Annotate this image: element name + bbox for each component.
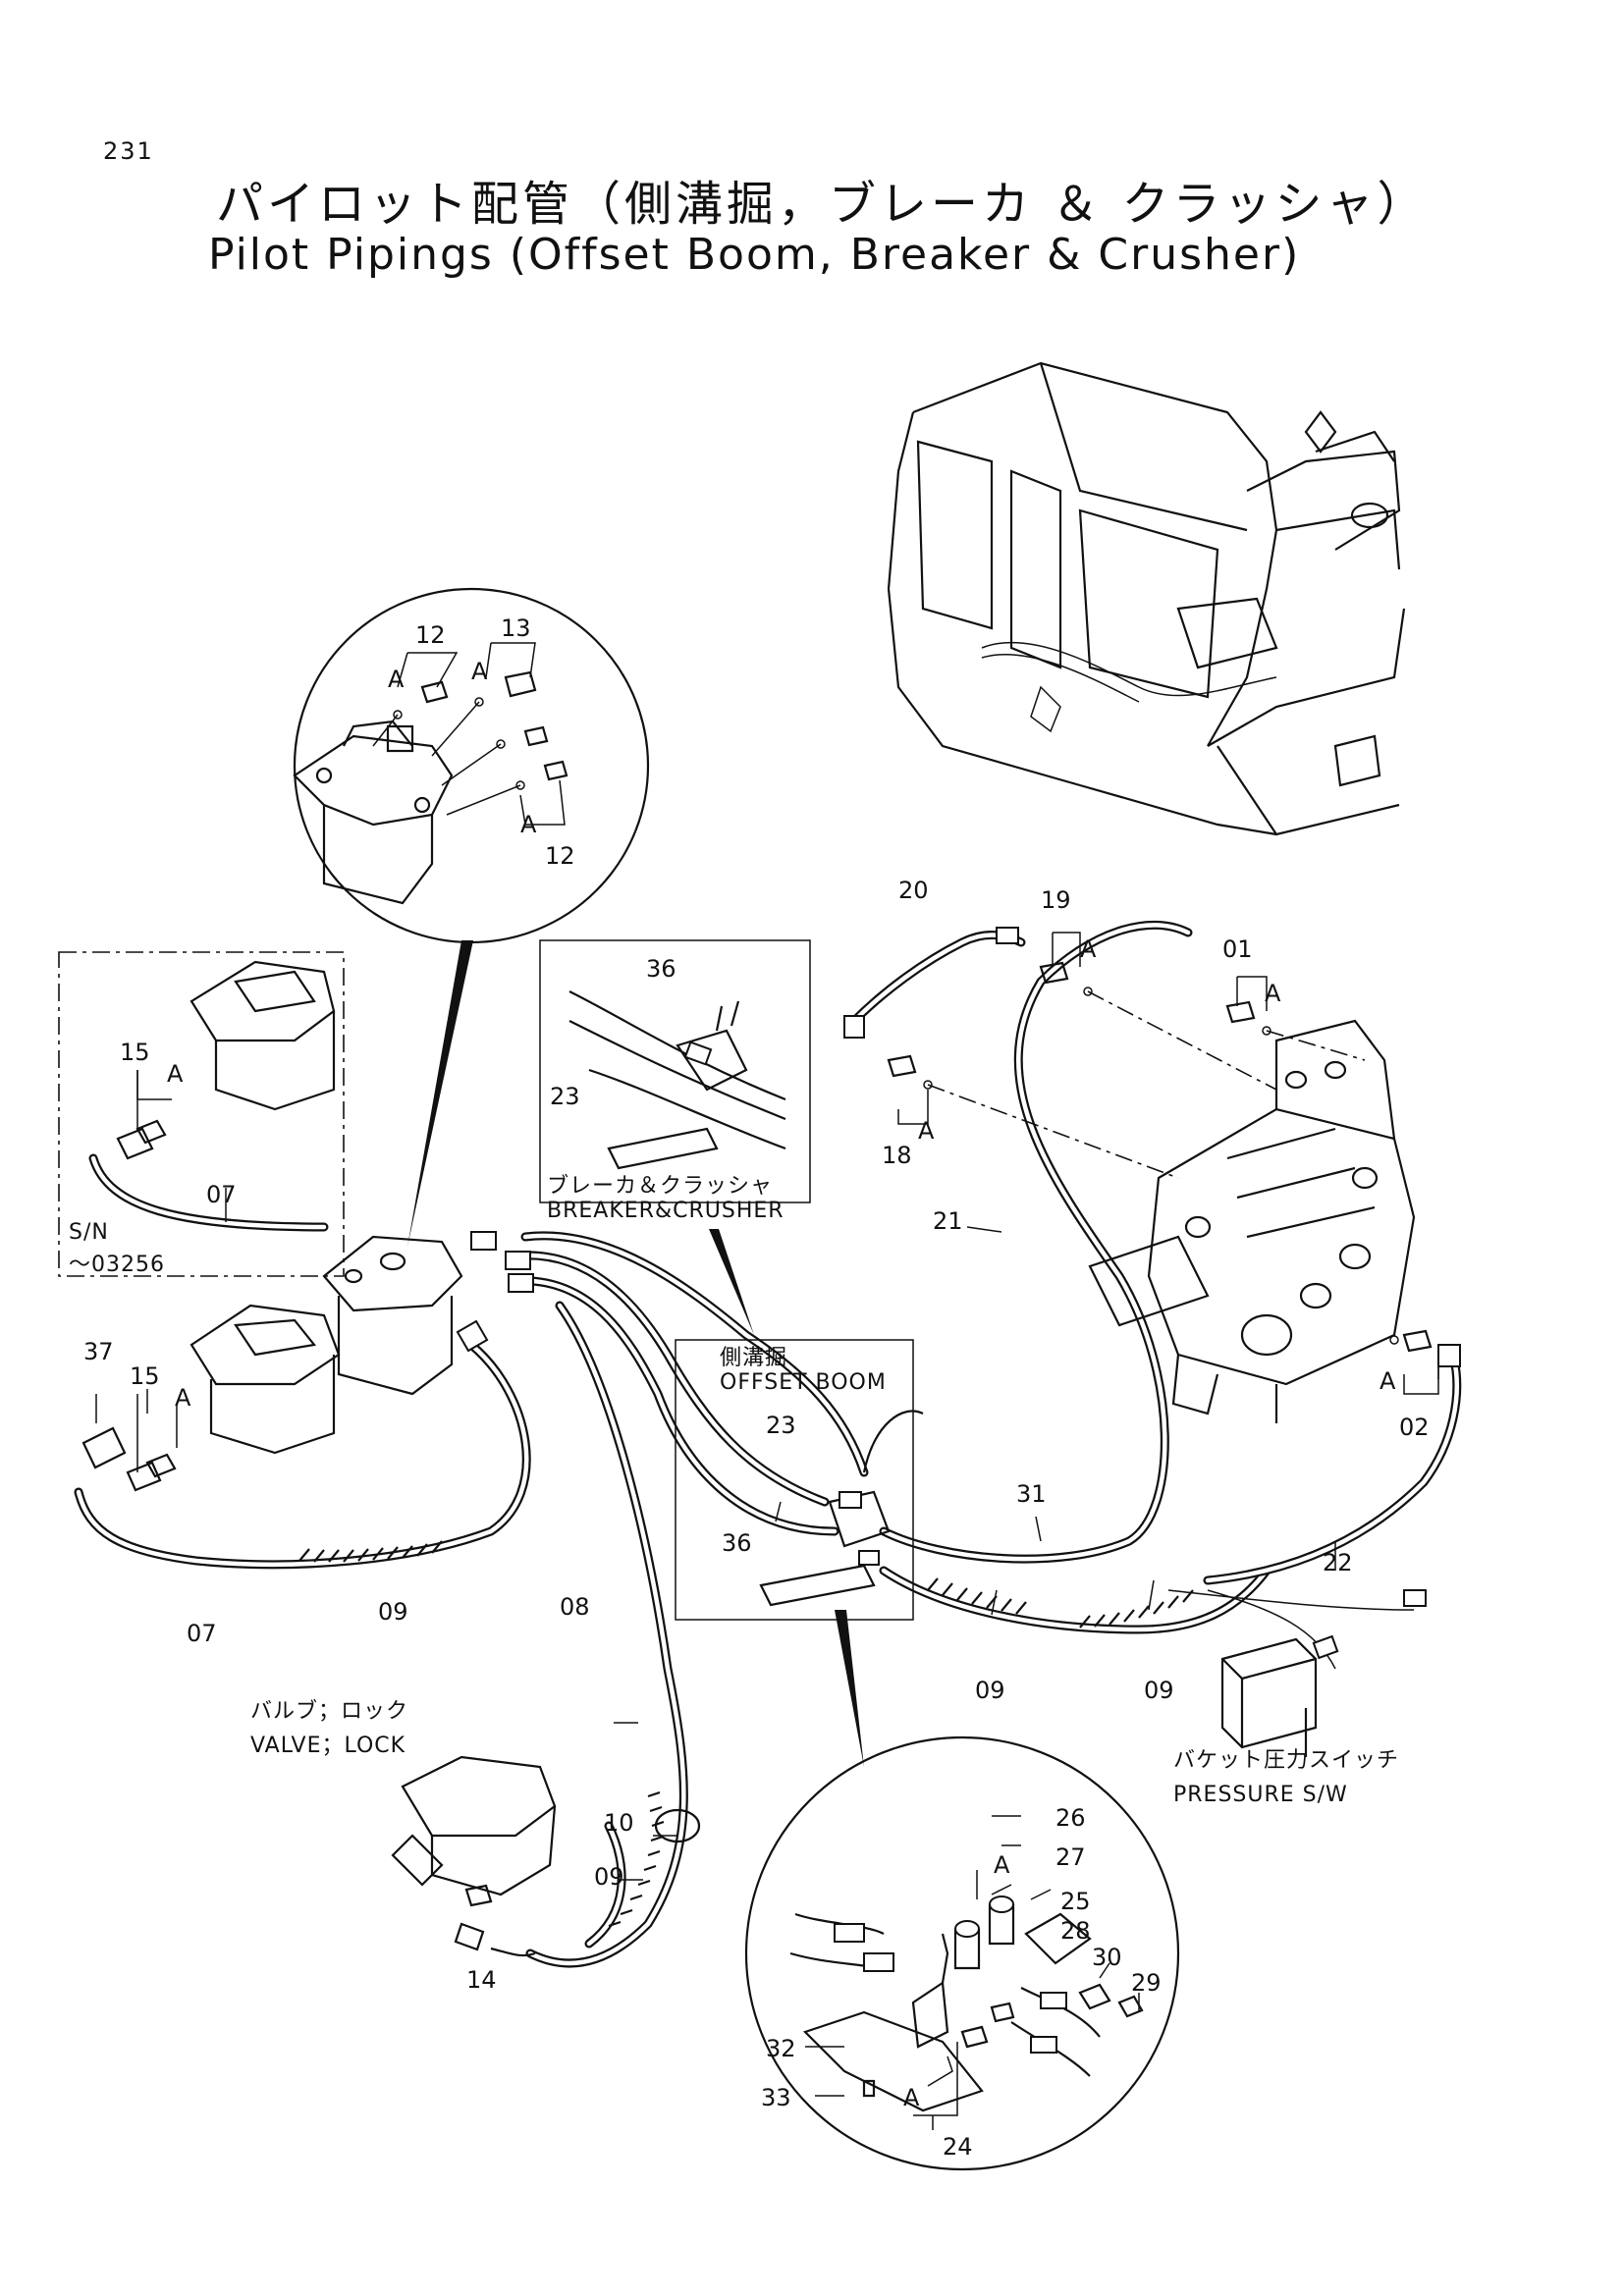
caption-pressure-en: PRESSURE S/W (1173, 1783, 1348, 1807)
label-23-offset: 23 (766, 1412, 796, 1439)
detail-circle-pilot-valve (293, 587, 650, 944)
hose-lines (74, 920, 1462, 1968)
label-20: 20 (898, 877, 929, 904)
label-10: 10 (604, 1809, 634, 1837)
detail-circle-block (744, 1735, 1180, 2171)
mark-a: A (994, 1851, 1010, 1879)
mark-a: A (1380, 1367, 1396, 1395)
label-26: 26 (1055, 1804, 1086, 1832)
caption-pressure-ja: バケット圧力スイッチ (1173, 1748, 1399, 1773)
mark-a: A (471, 658, 488, 685)
label-09-lower: 09 (594, 1863, 624, 1891)
mark-a: A (388, 666, 405, 693)
label-19: 19 (1041, 886, 1071, 914)
mark-a: A (903, 2084, 920, 2111)
caption-sn-label: S/N (69, 1220, 109, 1245)
label-28: 28 (1060, 1917, 1091, 1945)
detail-a-marks: A A A A A A A A A A A (167, 658, 1396, 2111)
caption-labels: ブレーカ＆クラッシャ BREAKER&CRUSHER 側溝掘 OFFSET BO… (69, 1174, 1399, 1807)
label-21: 21 (933, 1207, 963, 1235)
mark-a: A (1265, 980, 1281, 1007)
label-29: 29 (1131, 1969, 1162, 1997)
label-09-right: 09 (1144, 1677, 1174, 1704)
control-valve-fittings (887, 932, 1439, 1395)
label-31: 31 (1016, 1480, 1047, 1508)
mark-a: A (175, 1384, 191, 1412)
label-12-bottom: 12 (545, 842, 575, 870)
label-36-offset: 36 (722, 1529, 752, 1557)
mark-a: A (918, 1117, 935, 1145)
label-33: 33 (761, 2084, 791, 2111)
caption-sn-value: ～03256 (69, 1253, 165, 1277)
caption-valve-en: VALVE；LOCK (250, 1734, 406, 1758)
label-15-upper: 15 (120, 1039, 150, 1066)
label-09-left: 09 (378, 1598, 408, 1626)
label-22: 22 (1323, 1549, 1353, 1576)
page-title-japanese: パイロット配管（側溝掘，ブレーカ ＆ クラッシャ） (216, 177, 1429, 232)
part-number-labels: 12 13 12 15 07 36 23 20 19 01 18 21 37 1… (83, 614, 1430, 2161)
label-37: 37 (83, 1338, 114, 1365)
label-25: 25 (1060, 1888, 1091, 1915)
pilot-valve-main (322, 1235, 463, 1396)
offset-boom-pointer (709, 1229, 754, 1335)
pressure-switch-illustration (1220, 1634, 1339, 1757)
label-32: 32 (766, 2035, 796, 2062)
label-13: 13 (501, 614, 531, 642)
label-18: 18 (882, 1142, 912, 1169)
label-12-top: 12 (415, 621, 446, 649)
caption-breaker-ja: ブレーカ＆クラッシャ (547, 1174, 773, 1199)
hose-fittings (456, 927, 1461, 1607)
pilot-valve-lower-left (81, 1304, 341, 1492)
leader-lines-bottom (805, 1815, 1140, 2130)
label-07-upper: 07 (206, 1181, 237, 1208)
label-07-lower: 07 (187, 1620, 217, 1647)
page-number: 231 (103, 137, 154, 165)
page-title-english: Pilot Pipings (Offset Boom, Breaker & Cr… (208, 230, 1301, 280)
label-14: 14 (466, 1966, 497, 1994)
label-15-lower: 15 (130, 1362, 160, 1390)
caption-breaker-en: BREAKER&CRUSHER (547, 1199, 784, 1223)
label-09-center: 09 (975, 1677, 1005, 1704)
mark-a: A (1080, 935, 1097, 963)
detail-pointer-top (407, 940, 473, 1247)
label-36-breaker: 36 (646, 955, 676, 983)
label-01: 01 (1222, 935, 1253, 963)
caption-offset-ja: 側溝掘 (720, 1346, 787, 1370)
label-23-breaker: 23 (550, 1083, 580, 1110)
caption-valve-ja: バルブ；ロック (250, 1699, 408, 1724)
label-27: 27 (1055, 1843, 1086, 1871)
mark-a: A (520, 811, 537, 838)
mark-a: A (167, 1060, 184, 1088)
leader-lines (95, 1188, 1439, 1881)
excavator-cab-illustration (887, 361, 1406, 836)
label-24: 24 (943, 2133, 973, 2161)
hose-spring-guards (298, 1540, 1194, 1928)
control-valve-illustration (1088, 1019, 1416, 1423)
lock-valve-illustration (391, 1755, 701, 1957)
caption-offset-en: OFFSET BOOM (720, 1370, 887, 1395)
offset-boom-detail-pointer (835, 1610, 864, 1767)
offset-boom-inset (675, 1339, 924, 1621)
label-30: 30 (1092, 1944, 1122, 1971)
sn-variant-box (58, 951, 345, 1277)
breaker-crusher-inset (539, 939, 811, 1203)
label-08: 08 (560, 1593, 590, 1621)
label-02: 02 (1399, 1414, 1430, 1441)
